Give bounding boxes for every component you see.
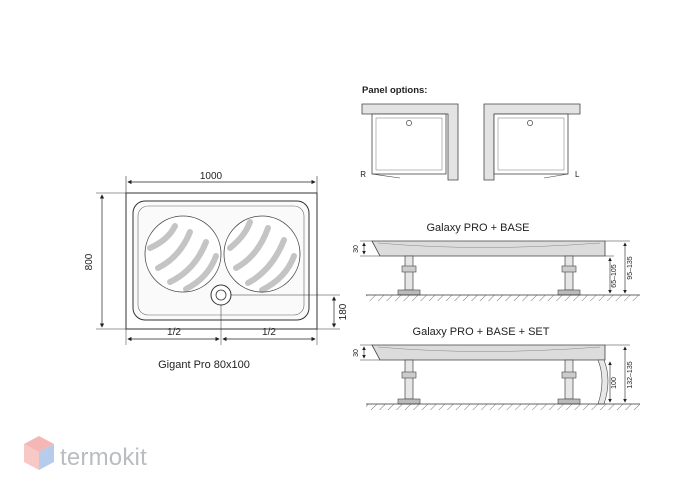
front-panel (597, 359, 609, 405)
panel-variant-l: L (483, 103, 581, 181)
tray-caption: Gigant Pro 80x100 (158, 359, 250, 371)
variant-l-label: L (575, 170, 580, 179)
set-total-range-label: 132–135 (627, 361, 634, 388)
set-panel-label: 100 (611, 377, 618, 389)
panel-options-title: Panel options: (362, 85, 427, 96)
section-set-title: Galaxy PRO + BASE + SET (413, 326, 550, 338)
set-leg-right (557, 359, 581, 405)
section-base: Galaxy PRO + BASE 30 65–105 95–135 (353, 222, 640, 301)
base-leg-right (557, 255, 581, 296)
width-label: 1000 (200, 171, 223, 182)
left-antislip-pattern (144, 215, 222, 293)
panel-options: Panel options: R L (360, 85, 581, 181)
variant-r-label: R (360, 170, 366, 179)
brand-watermark (22, 434, 172, 478)
half-right-label: 1/2 (262, 327, 276, 338)
brand-name: termokit (60, 444, 147, 471)
base-total-range-label: 95–135 (627, 256, 634, 279)
base-leg-range-label: 65–105 (611, 264, 618, 287)
drain-offset-label: 180 (338, 303, 349, 320)
base-leg-left (397, 255, 421, 296)
half-left-label: 1/2 (167, 327, 181, 338)
section-base-title: Galaxy PRO + BASE (426, 222, 529, 234)
base-rim-label: 30 (353, 245, 360, 253)
panel-variant-r: R (360, 103, 459, 181)
right-antislip-pattern (223, 215, 301, 293)
drain (210, 284, 232, 306)
brand-cube-icon (24, 436, 54, 470)
tray-plan-view: 1000 800 180 1/2 1/2 Gigant Pro 80x100 (84, 171, 349, 371)
set-leg-left (397, 359, 421, 405)
section-set: Galaxy PRO + BASE + SET 30 100 132–135 (353, 326, 640, 410)
set-rim-label: 30 (353, 349, 360, 357)
height-label: 800 (84, 253, 95, 270)
